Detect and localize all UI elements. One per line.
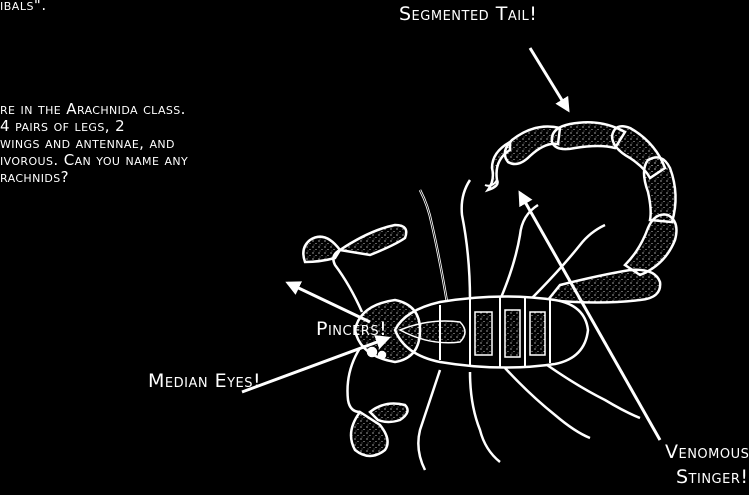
label-venomous-stinger-line1: Venomous — [665, 441, 749, 463]
median-eye — [368, 348, 376, 356]
label-median-eyes: Median Eyes! — [148, 370, 261, 392]
scorpion-body — [355, 296, 588, 368]
label-venomous-stinger-line2: Stinger! — [676, 466, 749, 488]
label-pincers: Pincers! — [316, 318, 387, 340]
scorpion-tail — [485, 122, 676, 302]
arrow-eyes — [242, 338, 388, 392]
label-segmented-tail: Segmented Tail! — [399, 3, 537, 25]
median-eye — [379, 352, 385, 358]
arrow-tail — [530, 48, 568, 110]
